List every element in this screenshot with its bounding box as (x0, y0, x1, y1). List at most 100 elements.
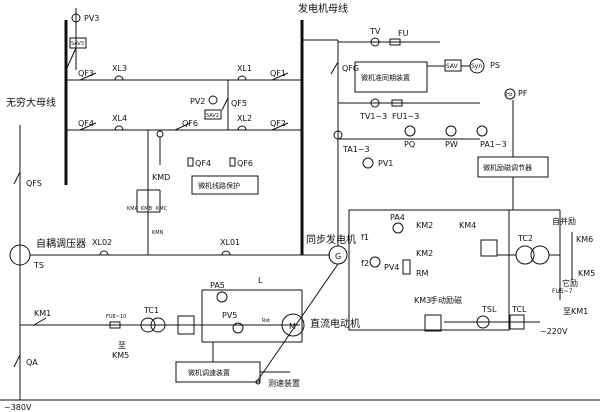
pv2-label: PV2 (190, 97, 205, 106)
pv2-meter (208, 95, 218, 105)
qfs-label: QFS (26, 179, 42, 188)
tv-upper (370, 37, 380, 47)
pw-meter (445, 125, 457, 137)
pv5-meter (232, 322, 244, 334)
rm-label: RM (416, 269, 429, 278)
tsl-transformer (476, 315, 490, 329)
kmd-label: KMD (152, 173, 170, 182)
pw-label: PW (445, 140, 458, 149)
qf3-label: QF3 (78, 69, 94, 78)
ts-label: TS (33, 261, 44, 270)
pa5-label: PA5 (210, 281, 225, 290)
tc2-label: TC2 (517, 234, 533, 243)
line-protection-box (191, 175, 259, 195)
qf4-breaker (79, 122, 97, 131)
sav-label: SAV (446, 63, 459, 70)
tv13-label: TV1~3 (359, 112, 387, 121)
sav3-switch (69, 37, 87, 49)
km2-lower-label: KM2 (416, 249, 433, 258)
tcl-label: TCL (511, 305, 527, 314)
pq-meter (404, 125, 416, 137)
sync-device-label: 微机准同期装置 (361, 73, 410, 82)
xl01-reactor (221, 250, 231, 256)
km3-label: KM3 (414, 296, 431, 305)
kmn-label: KMN (152, 230, 164, 236)
xl3-label: XL3 (112, 64, 127, 73)
sav2-label: SAV2 (206, 113, 219, 119)
sav3-label: SAV3 (71, 41, 84, 47)
line-protection-label: 微机线路保护 (198, 181, 240, 190)
v380-label: ~380V (4, 403, 32, 412)
sync-generator-label: 同步发电机 (306, 233, 356, 246)
lamp-qf4-label: QF4 (195, 159, 211, 168)
ta13-label: TA1~3 (342, 145, 370, 154)
dc-motor (281, 313, 305, 337)
pq-label: PQ (404, 140, 415, 149)
kmc-label: KMC (156, 206, 168, 212)
pv1-meter (362, 157, 374, 169)
qfg-label: QFG (342, 64, 359, 73)
speed-measure-label: 测速装置 (268, 378, 300, 388)
pa13-label: PA1~3 (480, 140, 507, 149)
sync-device-box (354, 61, 428, 93)
km1-label: KM1 (34, 309, 51, 318)
km2-upper-label: KM2 (416, 221, 433, 230)
f1-label: f1 (361, 233, 369, 242)
tsl-label: TSL (481, 305, 497, 314)
tcl-transformer (509, 314, 525, 330)
km6-label: KM6 (576, 235, 593, 244)
tv13-transformer (370, 98, 380, 108)
f2-label: f2 (361, 259, 369, 268)
qfg-breaker (330, 61, 339, 75)
speed-regulator-label: 微机调速装置 (188, 368, 230, 377)
rm-resistor (402, 259, 411, 275)
xl3-reactor (114, 75, 124, 81)
xl1-reactor (237, 75, 247, 81)
manual-excitation-label: 手动励磁 (430, 295, 462, 305)
pv4-label: PV4 (384, 263, 399, 272)
kma-label: KMA (127, 206, 139, 212)
qf1-label: QF1 (270, 69, 286, 78)
tv-label: TV (369, 27, 381, 36)
xl01-label: XL01 (220, 238, 240, 247)
fu5-label: FU5~7 (552, 288, 573, 295)
pv5-label: PV5 (222, 311, 237, 320)
fu-upper-label: FU (398, 29, 409, 38)
xl02-reactor (99, 250, 109, 256)
pv3-meter (71, 13, 81, 23)
pv1-label: PV1 (378, 159, 393, 168)
pa13-meter (476, 125, 488, 137)
qf3-breaker (79, 72, 97, 81)
xl4-reactor (114, 125, 124, 131)
xl02-label: XL02 (92, 238, 112, 247)
pf-hz: Hz (506, 92, 513, 98)
auto-transformer-label: 自耦调压器 (36, 237, 86, 250)
fu13-fuse (391, 99, 403, 107)
kmb-label: KMB (141, 206, 153, 212)
to-km1-label: 至KM1 (563, 307, 588, 316)
l-label: L (258, 276, 263, 285)
tc1-transformer (140, 317, 156, 333)
rst-label: Rst (262, 318, 270, 324)
km1-contactor (33, 317, 47, 326)
pv4-meter (369, 256, 381, 268)
pa4-meter (392, 222, 404, 234)
fu13-label: FU1~3 (392, 112, 419, 121)
generator-bus-label: 发电机母线 (298, 2, 348, 15)
motor-m: M (289, 322, 296, 331)
pf-meter (504, 88, 516, 100)
excitation-regulator-label: 微机励磁调节器 (483, 163, 532, 172)
lamp-qf4 (187, 157, 194, 167)
xl2-reactor (237, 125, 247, 131)
self-parallel-label: 自并励 (552, 216, 576, 226)
generator-g: G (335, 252, 341, 261)
xl2-label: XL2 (237, 114, 252, 123)
tc1-label: TC1 (143, 306, 159, 315)
syn-label: Syn (471, 63, 482, 70)
to-km5-label-a: 至 (118, 341, 126, 350)
km5-label: KM5 (578, 269, 595, 278)
infinite-bus-label: 无穷大母线 (6, 96, 56, 109)
qf5-label: QF5 (231, 99, 247, 108)
pf-label: PF (518, 89, 528, 98)
